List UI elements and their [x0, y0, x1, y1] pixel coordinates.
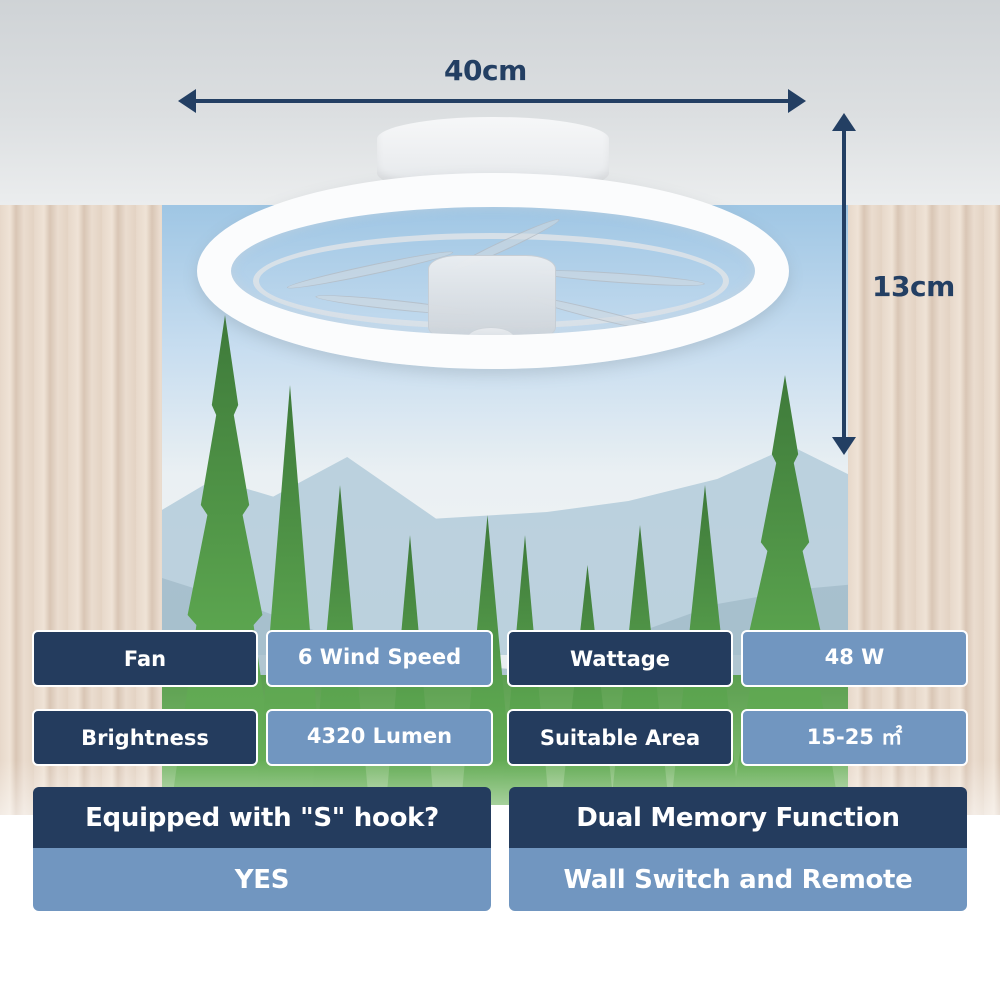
spec-label-suitable-area: Suitable Area — [507, 709, 733, 766]
spec-label-brightness: Brightness — [32, 709, 258, 766]
arrow-up-icon — [832, 113, 856, 131]
ceiling-fan-image — [195, 115, 790, 375]
arrow-down-icon — [832, 437, 856, 455]
spec-value-brightness: 4320 Lumen — [266, 709, 493, 766]
feature-question: Dual Memory Function — [509, 787, 967, 848]
height-label: 13cm — [872, 270, 955, 303]
spec-value-suitable-area: 15-25 ㎡ — [741, 709, 968, 766]
feature-question: Equipped with "S" hook? — [33, 787, 491, 848]
feature-dual-memory: Dual Memory Function Wall Switch and Rem… — [509, 787, 967, 911]
height-dimension-line — [842, 128, 846, 446]
arrow-left-icon — [178, 89, 196, 113]
width-dimension-line — [190, 99, 790, 103]
fan-light-ring — [197, 173, 789, 369]
feature-s-hook: Equipped with "S" hook? YES — [33, 787, 491, 911]
arrow-right-icon — [788, 89, 806, 113]
feature-answer: Wall Switch and Remote — [509, 848, 967, 911]
width-label: 40cm — [444, 54, 527, 87]
spec-value-wattage: 48 W — [741, 630, 968, 687]
spec-value-fan: 6 Wind Speed — [266, 630, 493, 687]
spec-label-fan: Fan — [32, 630, 258, 687]
feature-answer: YES — [33, 848, 491, 911]
spec-label-wattage: Wattage — [507, 630, 733, 687]
